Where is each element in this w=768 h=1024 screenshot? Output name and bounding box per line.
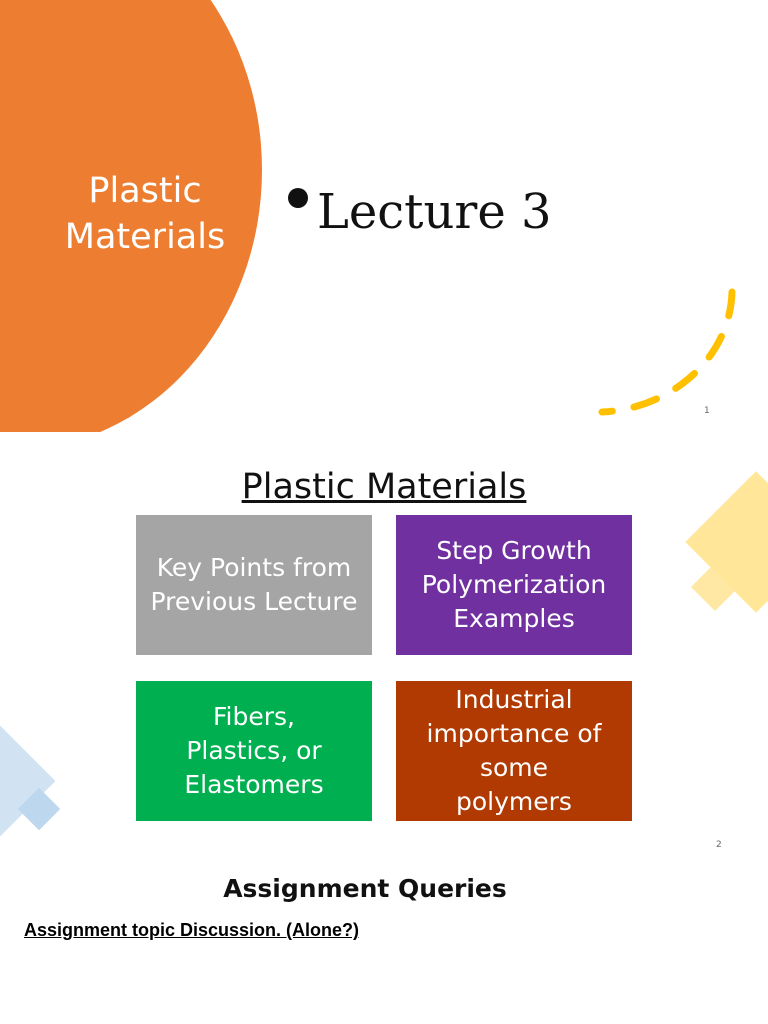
box-label: Industrial importance of some polymers [426, 685, 602, 816]
slide-1-title: Plastic Materials [40, 168, 250, 260]
blue-diamond-decoration [0, 714, 56, 848]
bullet-dot-icon [288, 188, 308, 208]
page-number: 2 [716, 840, 722, 850]
slide-3-subtitle: Assignment topic Discussion. (Alone?) [24, 920, 360, 940]
title-line-2: Materials [64, 217, 226, 257]
slide-3-title: Assignment Queries [223, 874, 507, 903]
box-label: Fibers, Plastics, or Elastomers [184, 702, 324, 799]
title-line-1: Plastic [88, 171, 202, 211]
dashed-arc-decoration [598, 288, 736, 416]
slide-3: Assignment Queries Assignment topic Disc… [0, 862, 768, 1024]
industrial-importance-box: Industrial importance of some polymers [396, 681, 632, 821]
key-points-box: Key Points from Previous Lecture [136, 515, 372, 655]
slide-1: Plastic Materials Lecture 3 1 [0, 0, 768, 432]
slide-2: Plastic Materials Key Points from Previo… [0, 432, 768, 862]
lecture-heading: Lecture 3 [317, 184, 552, 240]
step-growth-box: Step Growth Polymerization Examples [396, 515, 632, 655]
box-label: Key Points from Previous Lecture [150, 553, 358, 616]
box-label: Step Growth Polymerization Examples [421, 536, 607, 633]
slide-2-title: Plastic Materials [241, 467, 527, 507]
fibers-plastics-box: Fibers, Plastics, or Elastomers [136, 681, 372, 821]
page-number: 1 [704, 406, 710, 416]
